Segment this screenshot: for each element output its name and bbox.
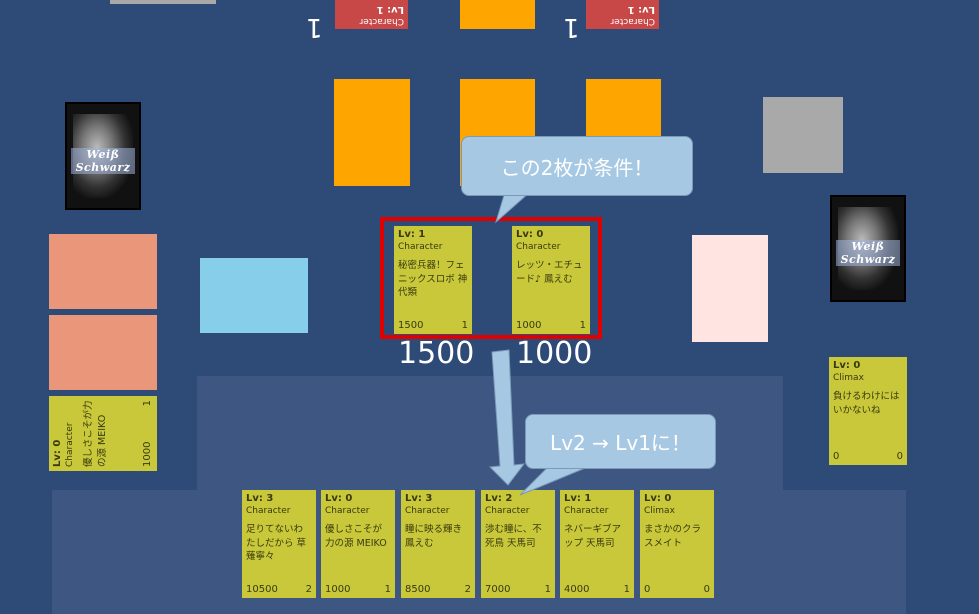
card-soul: 1	[579, 319, 586, 331]
card-soul: 1	[461, 319, 468, 331]
clock-slot-2[interactable]	[49, 315, 157, 390]
card-power: 1000	[516, 319, 542, 331]
card-power: 0	[833, 450, 840, 462]
memory-slot[interactable]	[763, 97, 843, 173]
opponent-stage-slot	[460, 0, 535, 29]
clock-slot-1[interactable]	[49, 234, 157, 309]
deck-card-back[interactable]: Weiß Schwarz	[65, 102, 141, 210]
front-power-left: 1500	[398, 336, 475, 371]
card-power: 1500	[398, 319, 424, 331]
level-slot[interactable]	[692, 235, 768, 342]
sleeve-logo: Weiß Schwarz	[71, 147, 135, 174]
climax-slot[interactable]	[200, 258, 308, 333]
battle-highlight-frame	[380, 217, 602, 339]
sleeve-logo: Weiß Schwarz	[836, 240, 900, 267]
hand-area	[52, 490, 906, 614]
arrow-down-icon	[488, 349, 526, 486]
callout-condition: この2枚が条件！	[461, 136, 693, 196]
callout-level-change: Lv2 → Lv1に！	[525, 414, 716, 469]
front-power-right: 1000	[516, 336, 593, 371]
back-stage-slot-left[interactable]	[334, 79, 410, 186]
waiting-room-card-back[interactable]: Weiß Schwarz	[830, 195, 906, 302]
card-soul: 0	[896, 450, 903, 462]
opponent-memory-slot	[110, 0, 216, 4]
